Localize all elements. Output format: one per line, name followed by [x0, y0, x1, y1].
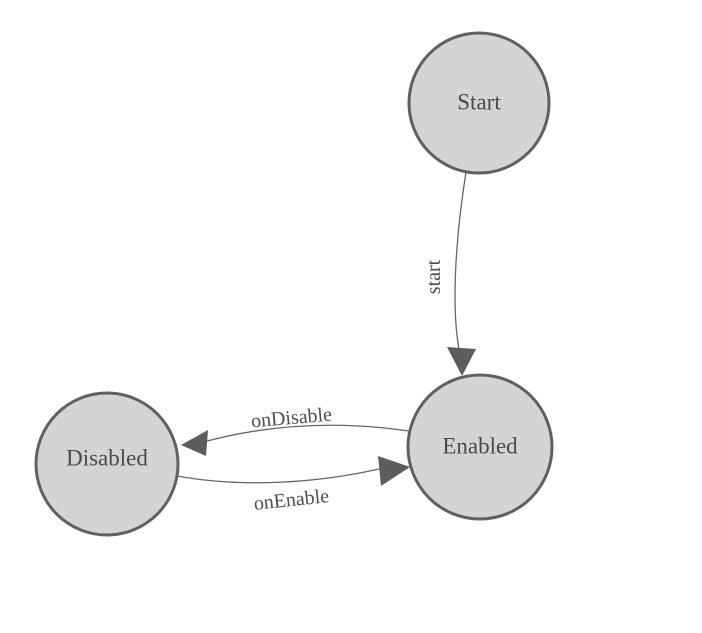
edge-label-onenable: onEnable — [253, 485, 331, 515]
start-node-label: Start — [457, 89, 501, 114]
edge-disabled-to-enabled: onEnable — [176, 456, 410, 515]
state-node-start: Start — [407, 31, 551, 175]
edge-label-start: start — [423, 259, 445, 294]
enabled-node-circle — [406, 373, 554, 521]
edge-start-to-enabled: start — [423, 171, 476, 376]
state-node-enabled: Enabled — [406, 373, 554, 521]
edge-line-start — [454, 171, 467, 350]
edge-label-ondisable: onDisable — [250, 404, 333, 433]
edge-line-ondisable — [206, 424, 410, 442]
disabled-node-circle — [34, 391, 180, 537]
arrowhead-left-icon — [181, 430, 208, 456]
edge-enabled-to-disabled: onDisable — [181, 404, 410, 456]
arrowhead-right-icon — [378, 456, 410, 486]
start-node-circle — [407, 31, 551, 175]
enabled-node-label: Enabled — [442, 433, 518, 458]
arrowhead-down-icon — [447, 347, 476, 376]
disabled-node-label: Disabled — [66, 445, 148, 470]
edge-line-onenable — [176, 468, 380, 484]
state-node-disabled: Disabled — [34, 391, 180, 537]
